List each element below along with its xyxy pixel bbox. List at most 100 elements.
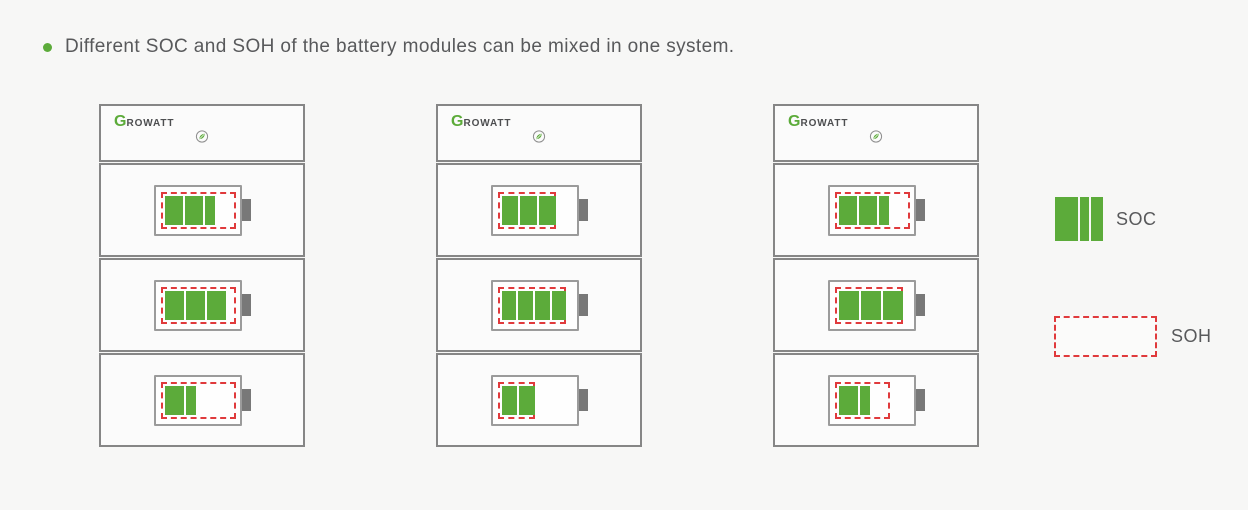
soc-fill	[838, 385, 871, 415]
cabinet-3: G ROWATT	[773, 104, 979, 447]
battery-module	[490, 279, 588, 331]
soc-fill	[838, 195, 889, 225]
battery-module	[490, 184, 588, 236]
soc-bar	[879, 195, 889, 225]
soc-swatch-icon	[1055, 197, 1103, 241]
cabinet-area: G ROWATT	[99, 104, 979, 447]
battery-module	[827, 279, 925, 331]
bullet-icon	[43, 42, 52, 52]
soh-outline	[834, 381, 890, 419]
logo-letter-g: G	[114, 113, 127, 130]
module-section	[436, 163, 642, 257]
soh-outline	[497, 381, 536, 419]
legend-soh: SOH	[1054, 316, 1212, 357]
battery-body	[490, 374, 579, 426]
module-section	[99, 353, 305, 447]
module-section	[436, 258, 642, 352]
soc-bar	[858, 195, 878, 225]
battery-terminal	[241, 199, 251, 221]
module-section	[773, 353, 979, 447]
battery-terminal	[578, 199, 588, 221]
cabinet-2: G ROWATT	[436, 104, 642, 447]
soc-bar	[206, 290, 226, 320]
soc-fill	[501, 195, 557, 225]
soc-bar	[860, 385, 871, 415]
soc-fill	[838, 290, 903, 320]
battery-module	[490, 374, 588, 426]
soc-bar	[838, 195, 857, 225]
soc-bar	[551, 290, 567, 320]
soc-fill	[164, 195, 215, 225]
soc-bar	[185, 290, 205, 320]
legend-soc: SOC	[1055, 197, 1157, 241]
battery-body	[153, 184, 242, 236]
growatt-logo: G ROWATT	[788, 113, 848, 131]
soc-bar	[164, 385, 184, 415]
soh-legend-label: SOH	[1171, 326, 1212, 346]
battery-terminal	[241, 389, 251, 411]
soc-bar	[882, 290, 903, 320]
soh-outline	[834, 191, 911, 229]
leaf-icon	[195, 130, 209, 143]
module-section	[99, 258, 305, 352]
logo-text: ROWATT	[126, 118, 175, 129]
soc-bar	[184, 195, 204, 225]
soc-fill	[164, 385, 196, 415]
soc-fill	[501, 290, 567, 320]
cabinet-header: G ROWATT	[99, 104, 305, 162]
soc-bar	[539, 195, 557, 225]
soc-bar	[519, 385, 536, 415]
title-row: Different SOC and SOH of the battery mod…	[43, 36, 734, 58]
soh-outline	[160, 286, 237, 324]
cabinet-header: G ROWATT	[773, 104, 979, 162]
soh-outline	[497, 286, 567, 324]
battery-body	[827, 279, 916, 331]
module-section	[99, 163, 305, 257]
soh-outline	[497, 191, 557, 229]
logo-letter-g: G	[788, 113, 801, 130]
battery-terminal	[578, 389, 588, 411]
soh-outline	[160, 381, 237, 419]
battery-terminal	[241, 294, 251, 316]
battery-body	[490, 279, 579, 331]
battery-terminal	[578, 294, 588, 316]
battery-body	[153, 279, 242, 331]
logo-text: ROWATT	[463, 118, 512, 129]
soc-bar	[838, 385, 859, 415]
battery-body	[153, 374, 242, 426]
battery-body	[490, 184, 579, 236]
growatt-logo: G ROWATT	[451, 113, 511, 131]
soc-bar	[185, 385, 196, 415]
module-section	[773, 258, 979, 352]
soc-bar	[518, 290, 533, 320]
logo-text: ROWATT	[800, 118, 849, 129]
battery-terminal	[915, 294, 925, 316]
battery-module	[153, 184, 251, 236]
soc-bar	[164, 290, 184, 320]
soc-bar	[205, 195, 215, 225]
soc-bar	[534, 290, 550, 320]
battery-terminal	[915, 199, 925, 221]
growatt-logo: G ROWATT	[114, 113, 174, 131]
soc-bar	[860, 290, 881, 320]
battery-module	[153, 374, 251, 426]
soc-bar	[501, 290, 517, 320]
battery-module	[827, 374, 925, 426]
module-section	[436, 353, 642, 447]
soc-bar	[501, 195, 519, 225]
battery-terminal	[915, 389, 925, 411]
soh-outline	[160, 191, 237, 229]
cabinet-header: G ROWATT	[436, 104, 642, 162]
battery-body	[827, 184, 916, 236]
soc-fill	[164, 290, 226, 320]
logo-letter-g: G	[451, 113, 464, 130]
cabinet-1: G ROWATT	[99, 104, 305, 447]
page-title: Different SOC and SOH of the battery mod…	[65, 36, 735, 57]
soc-legend-label: SOC	[1116, 208, 1157, 229]
soh-outline	[834, 286, 903, 324]
soh-swatch-icon	[1054, 316, 1157, 357]
soc-bar	[501, 385, 518, 415]
module-section	[773, 163, 979, 257]
battery-body	[827, 374, 916, 426]
